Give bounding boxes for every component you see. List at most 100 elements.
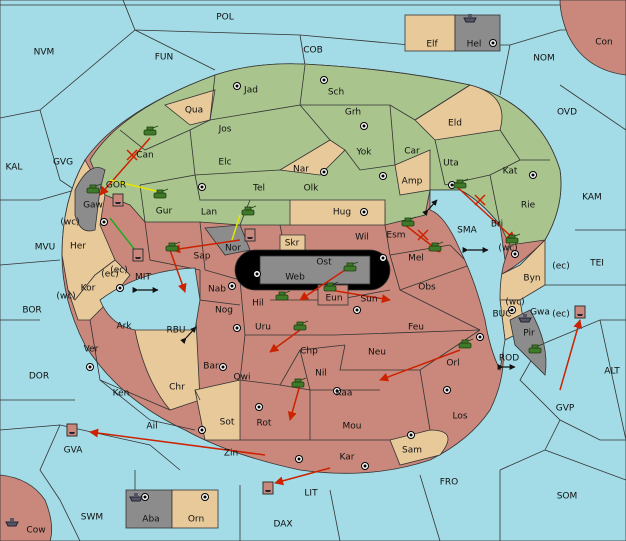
label-Hel: Hel bbox=[467, 40, 482, 50]
label-SMA: SMA bbox=[457, 226, 477, 236]
label-RBU: RBU bbox=[166, 326, 185, 336]
label-OVD: OVD bbox=[557, 108, 577, 118]
label-Elf: Elf bbox=[426, 40, 438, 50]
label-Esm: Esm bbox=[386, 231, 405, 241]
label-Byn: Byn bbox=[523, 274, 540, 284]
label-Rie: Rie bbox=[521, 201, 536, 211]
label-Kat: Kat bbox=[503, 167, 518, 177]
label-coast-byn-ec: (ec) bbox=[552, 262, 570, 272]
label-Uta: Uta bbox=[443, 159, 459, 169]
label-KAM: KAM bbox=[582, 193, 602, 203]
label-Jad: Jad bbox=[243, 86, 258, 96]
label-Hug: Hug bbox=[333, 208, 351, 218]
label-Jos: Jos bbox=[218, 125, 232, 135]
label-DOR: DOR bbox=[29, 372, 49, 382]
territory-Elf[interactable] bbox=[404, 14, 456, 52]
territory-Orn[interactable] bbox=[171, 489, 219, 529]
label-SOM: SOM bbox=[557, 492, 578, 502]
territory-Con[interactable] bbox=[559, 0, 626, 76]
label-Kaa: Kaa bbox=[336, 389, 353, 399]
territory-Nor-grey[interactable] bbox=[204, 224, 251, 256]
support-arrow bbox=[109, 179, 161, 193]
label-MIT: MIT bbox=[135, 273, 151, 283]
label-POL: POL bbox=[216, 13, 234, 23]
label-DAX: DAX bbox=[273, 520, 292, 530]
label-Nab: Nab bbox=[208, 285, 226, 295]
fleet-units[interactable] bbox=[5, 14, 586, 527]
label-Kar: Kar bbox=[340, 453, 355, 463]
label-ROD: ROD bbox=[499, 354, 519, 364]
supply-centers bbox=[86, 39, 537, 501]
label-Car: Car bbox=[404, 147, 420, 157]
label-Rot: Rot bbox=[257, 419, 272, 429]
label-coast-gwa-wc: (wc) bbox=[505, 298, 524, 308]
label-coast-kor-wc: (wc) bbox=[56, 292, 75, 302]
label-Gur: Gur bbox=[156, 207, 173, 217]
label-Qwi: Qwi bbox=[234, 373, 251, 383]
label-BOR: BOR bbox=[22, 306, 41, 316]
label-coast-gwa-ec: (ec) bbox=[552, 310, 570, 320]
territory-Pir[interactable] bbox=[509, 309, 547, 376]
label-Zin: Zin bbox=[224, 449, 238, 459]
label-Neu: Neu bbox=[368, 348, 386, 358]
label-Ark: Ark bbox=[116, 322, 132, 332]
label-Nor: Nor bbox=[225, 244, 241, 254]
label-MVU: MVU bbox=[35, 243, 56, 253]
label-Ail: Ail bbox=[146, 422, 157, 432]
label-FRO: FRO bbox=[440, 478, 459, 488]
label-Los: Los bbox=[452, 412, 467, 422]
label-coast-kor-ec: (ec) bbox=[110, 266, 128, 276]
label-Feu: Feu bbox=[408, 323, 424, 333]
label-coast-byn-wc: (wc) bbox=[498, 244, 517, 254]
label-Uru: Uru bbox=[255, 323, 271, 333]
label-Nil: Nil bbox=[315, 369, 327, 379]
label-Mel: Mel bbox=[408, 254, 424, 264]
label-Aba: Aba bbox=[142, 515, 159, 525]
label-Obs: Obs bbox=[418, 283, 436, 293]
label-TEI: TEI bbox=[589, 259, 604, 269]
label-GVA: GVA bbox=[64, 446, 84, 456]
label-Eun: Eun bbox=[325, 294, 342, 304]
label-Grh: Grh bbox=[345, 108, 361, 118]
label-Hil: Hil bbox=[252, 299, 264, 309]
label-Bri: Bri bbox=[491, 220, 503, 230]
label-coast-her-wc: (wc) bbox=[60, 218, 79, 228]
sea-connectors bbox=[132, 199, 516, 370]
label-Bar: Bar bbox=[203, 362, 219, 372]
label-Con: Con bbox=[595, 38, 613, 48]
label-COB: COB bbox=[303, 46, 323, 56]
label-Wil: Wil bbox=[355, 233, 369, 243]
label-Ver: Ver bbox=[84, 345, 99, 355]
sea-inner-SMA bbox=[429, 189, 506, 372]
label-Nar: Nar bbox=[293, 165, 309, 175]
army-units[interactable] bbox=[86, 125, 544, 388]
label-Sot: Sot bbox=[220, 418, 235, 428]
label-Gaw: Gaw bbox=[83, 201, 103, 211]
label-Kor: Kor bbox=[81, 284, 96, 294]
order-arrows bbox=[89, 137, 583, 486]
label-KAL: KAL bbox=[6, 163, 23, 173]
territory-Aba[interactable] bbox=[125, 489, 173, 529]
label-Her: Her bbox=[70, 242, 86, 252]
label-Elc: Elc bbox=[218, 158, 231, 168]
label-Web: Web bbox=[285, 273, 305, 283]
label-GVG: GVG bbox=[53, 158, 73, 168]
territory-Kor[interactable] bbox=[67, 259, 131, 321]
territory-Eld[interactable] bbox=[414, 84, 503, 141]
label-Tel: Tel bbox=[252, 184, 265, 194]
territory-GOR-grey[interactable] bbox=[74, 167, 106, 232]
label-Nog: Nog bbox=[215, 306, 233, 316]
territory-Sam[interactable] bbox=[389, 429, 449, 466]
label-Chp: Chp bbox=[300, 347, 318, 357]
label-NVM: NVM bbox=[34, 48, 55, 58]
label-ALT: ALT bbox=[604, 367, 620, 377]
label-Eld: Eld bbox=[448, 119, 462, 129]
support-arrow-2 bbox=[231, 214, 241, 241]
label-LIT: LIT bbox=[304, 489, 318, 499]
label-Sam: Sam bbox=[402, 446, 422, 456]
label-Qua: Qua bbox=[185, 106, 203, 116]
label-GVP: GVP bbox=[556, 404, 575, 414]
label-Ken: Ken bbox=[113, 389, 130, 399]
